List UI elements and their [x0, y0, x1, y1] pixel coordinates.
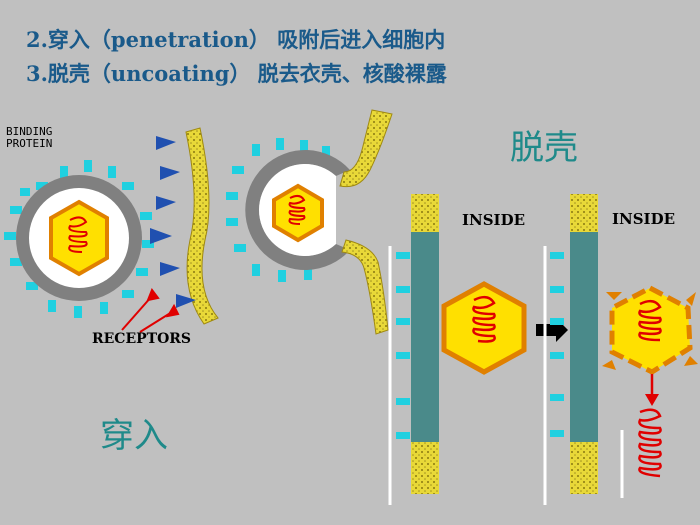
- membrane-1-top-dots: [411, 194, 439, 232]
- membrane-1-bottom-dots: [411, 442, 439, 494]
- membrane-wrap-bottom: [341, 239, 389, 335]
- membrane-panel-2: [543, 194, 698, 505]
- membrane-2-top-dots: [570, 194, 598, 232]
- release-arrow: [645, 374, 659, 406]
- naked-nucleic-acid: [638, 408, 662, 478]
- cell-membrane-strip: [185, 127, 219, 325]
- binding-protein-label-line2: PROTEIN: [6, 137, 53, 150]
- membrane-panel-1: [388, 194, 568, 505]
- receptor-arrows: [150, 136, 196, 308]
- capsid-hexagon: [49, 199, 109, 277]
- nucleic-acid-coil-2: [288, 194, 306, 225]
- capsid-hexagon-2: [272, 183, 324, 243]
- nucleic-acid-coil-4: [638, 299, 662, 342]
- membrane-2-spikes: [550, 252, 564, 437]
- broken-capsid: [602, 285, 698, 375]
- membrane-2-teal: [570, 232, 598, 442]
- nucleic-acid-coil-3: [472, 295, 496, 343]
- inside-label-1: INSIDE: [462, 211, 526, 229]
- inside-label-2: INSIDE: [612, 210, 676, 228]
- nucleic-acid-coil: [68, 216, 88, 253]
- membrane-1-teal: [411, 232, 439, 442]
- virus-penetrating: [226, 109, 393, 335]
- membrane-receptors: [150, 127, 219, 325]
- uncoating-label: 脱壳: [510, 128, 578, 168]
- membrane-1-spikes: [396, 252, 410, 439]
- penetration-label: 穿入: [100, 416, 168, 456]
- virus2-envelope: [245, 150, 350, 270]
- binding-protein-label-line1: BINDING: [6, 125, 53, 138]
- receptors-label: RECEPTORS: [92, 331, 192, 347]
- capsid-hexagon-3: [441, 281, 527, 375]
- virus2-spikes: [226, 138, 330, 282]
- binding-protein-label: BINDING PROTEIN: [6, 126, 52, 150]
- virus-spikes: [4, 160, 154, 318]
- receptor-pointer-arrows: [121, 287, 180, 333]
- header-line-penetration: 2.穿入（penetration） 吸附后进入细胞内: [26, 27, 446, 52]
- membrane-wrap-top: [339, 109, 393, 188]
- header-line-uncoating: 3.脱壳（uncoating） 脱去衣壳、核酸裸露: [26, 61, 447, 86]
- membrane-2-bottom-dots: [570, 442, 598, 494]
- virus-binding: [4, 160, 154, 318]
